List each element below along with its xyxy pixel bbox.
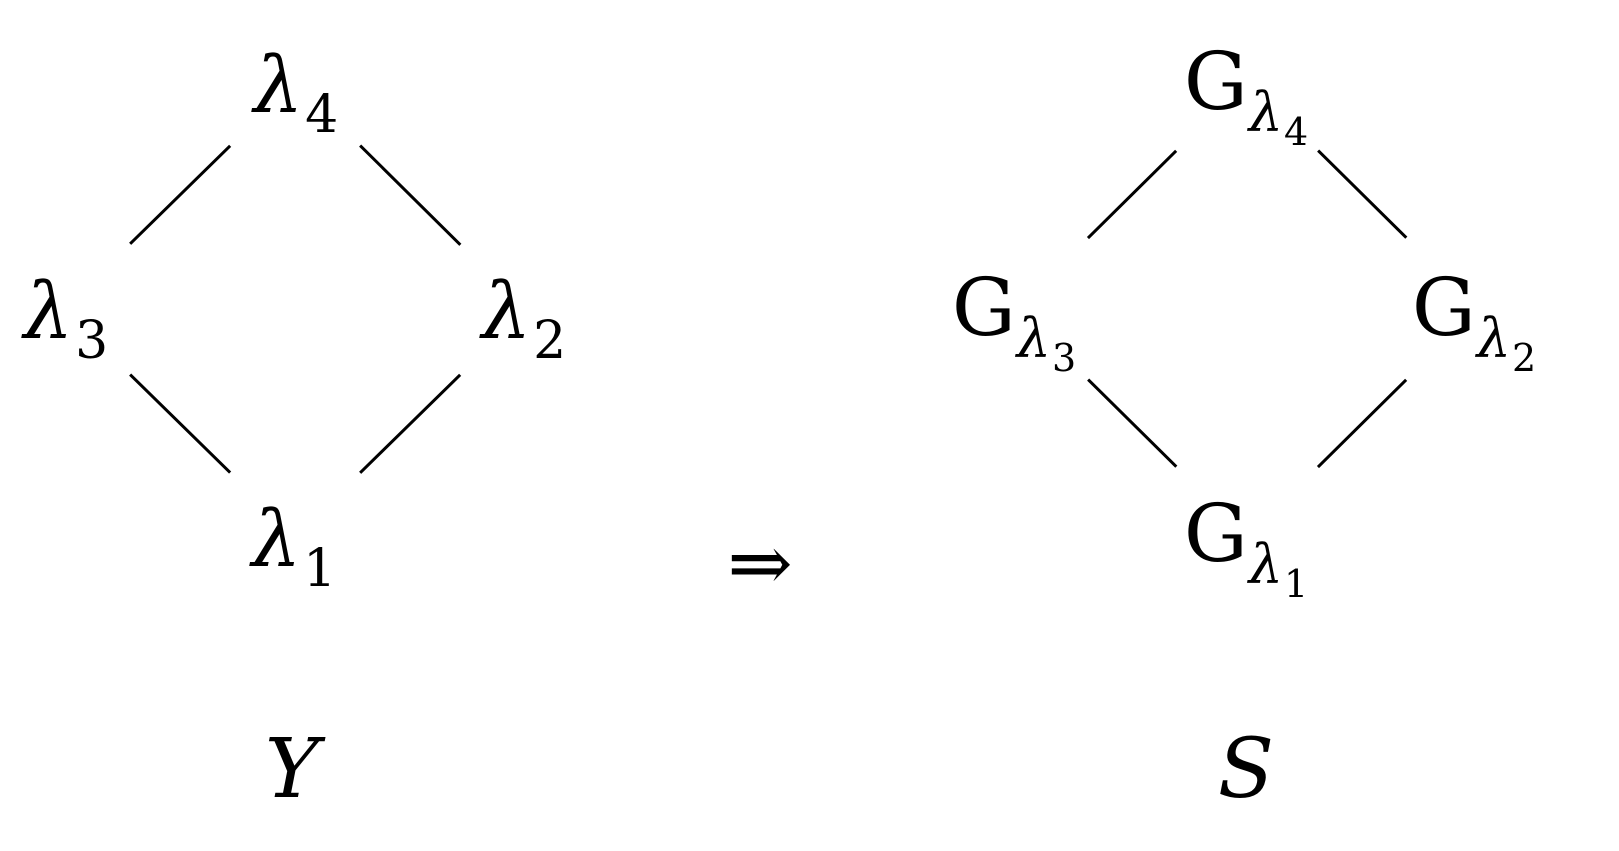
edge-lambda4-lambda3 (128, 144, 232, 246)
node-subscript: λ (1248, 81, 1283, 144)
node-base: λ (23, 267, 74, 357)
implies-arrow: ⇒ (727, 519, 793, 609)
label-y: Y (264, 722, 320, 817)
node-g-lambda-2: Gλ2 (1412, 268, 1536, 378)
edge-g4-g2 (1316, 149, 1408, 240)
node-subscript: λ (1016, 307, 1051, 370)
node-subscript: 2 (533, 311, 567, 371)
edge-lambda3-lambda1 (128, 373, 232, 475)
node-subscript: 3 (75, 311, 109, 371)
node-subscript: 1 (303, 539, 337, 599)
node-subsubscript: 2 (1511, 336, 1537, 380)
edge-lambda4-lambda2 (358, 144, 462, 247)
node-base: G (951, 261, 1016, 354)
node-subscript: λ (1248, 533, 1283, 596)
node-subsubscript: 3 (1051, 336, 1077, 380)
node-lambda-4: λ4 (254, 47, 339, 141)
node-base: G (1411, 261, 1476, 354)
node-lambda-1: λ1 (252, 501, 337, 595)
edge-lambda2-lambda1 (358, 373, 462, 475)
node-base: λ (251, 495, 302, 585)
node-base: G (1183, 35, 1248, 128)
node-base: λ (481, 267, 532, 357)
edge-g4-g3 (1086, 149, 1178, 240)
node-base: λ (253, 41, 304, 131)
node-subscript: λ (1476, 307, 1511, 370)
edge-g3-g1 (1086, 378, 1178, 469)
node-subsubscript: 1 (1283, 562, 1309, 606)
node-subscript: 4 (305, 85, 339, 145)
node-subsubscript: 4 (1283, 110, 1309, 154)
edge-g2-g1 (1316, 378, 1408, 469)
node-g-lambda-3: Gλ3 (952, 268, 1076, 378)
node-lambda-2: λ2 (482, 273, 567, 367)
label-s: S (1217, 722, 1275, 817)
node-g-lambda-4: Gλ4 (1184, 42, 1308, 152)
node-base: G (1183, 487, 1248, 580)
node-g-lambda-1: Gλ1 (1184, 494, 1308, 604)
node-lambda-3: λ3 (24, 273, 109, 367)
